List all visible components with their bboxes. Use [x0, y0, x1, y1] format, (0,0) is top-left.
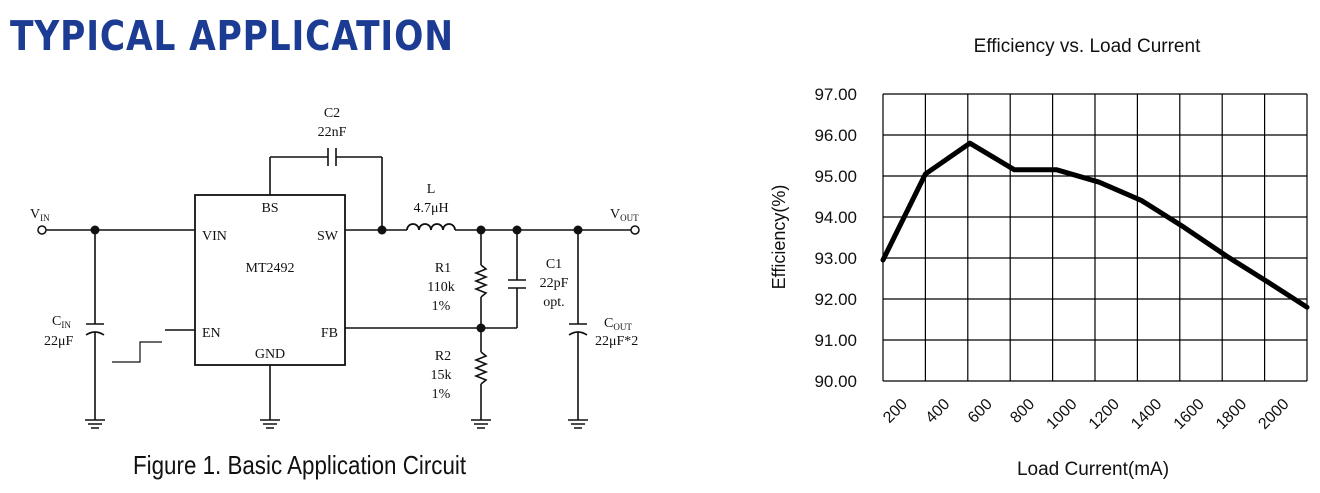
y-tick-label: 95.00 [814, 167, 857, 186]
x-tick-label: 600 [965, 396, 996, 427]
vout-label: VOUT [610, 207, 639, 223]
ground-symbols [85, 419, 588, 429]
x-tick-label: 1400 [1128, 396, 1165, 433]
chart-series [880, 140, 1310, 310]
resistor-r1 [473, 264, 489, 298]
x-tick-label: 400 [923, 396, 954, 427]
y-tick-label: 94.00 [814, 208, 857, 227]
cin-value: 22μF [44, 334, 74, 349]
c1-value: 22pF [540, 276, 569, 291]
y-tick-label: 90.00 [814, 372, 857, 391]
inductor-l [406, 223, 456, 231]
pin-fb-label: FB [321, 326, 338, 341]
c1-ref: C1 [546, 257, 562, 272]
y-tick-label: 96.00 [814, 126, 857, 145]
page-title: TYPICAL APPLICATION [10, 12, 454, 60]
x-tick-label: 1200 [1086, 396, 1123, 433]
x-tick-label: 2000 [1255, 396, 1292, 433]
vout-terminal [630, 225, 640, 235]
x-tick-label: 1800 [1213, 396, 1250, 433]
r1-ref: R1 [435, 261, 451, 276]
capacitor-c2 [327, 148, 337, 166]
efficiency-chart: Efficiency vs. Load Current 90.00 91.00 92… [769, 36, 1310, 480]
r2-ref: R2 [435, 349, 451, 364]
cout-value: 22μF*2 [595, 334, 638, 349]
efficiency-series-line [880, 140, 1310, 310]
x-tick-label: 800 [1007, 396, 1038, 427]
y-axis-label: Efficiency(%) [769, 185, 789, 290]
pin-gnd-label: GND [255, 347, 285, 362]
y-tick-labels: 90.00 91.00 92.00 93.00 94.00 95.00 96.00 97.00 [814, 85, 857, 391]
ic-name: MT2492 [246, 261, 295, 276]
r1-tolerance: 1% [432, 299, 451, 314]
capacitor-cout [568, 323, 588, 336]
capacitor-c1 [508, 279, 526, 289]
y-tick-label: 92.00 [814, 290, 857, 309]
x-tick-label: 200 [880, 396, 911, 427]
inductor-ref: L [427, 182, 436, 197]
chart-grid [882, 93, 1308, 382]
x-tick-label: 1000 [1043, 396, 1080, 433]
application-circuit-schematic: MT2492 BS VIN SW EN FB GND VIN VOUT C2 2… [30, 106, 640, 429]
ground-icon [85, 419, 105, 429]
pin-bs-label: BS [261, 201, 278, 216]
r2-value: 15k [431, 368, 452, 383]
y-tick-label: 91.00 [814, 331, 857, 350]
circuit-wires [45, 156, 632, 420]
vin-label: VIN [30, 207, 50, 223]
resistor-r2 [473, 351, 489, 385]
cin-ref: CIN [52, 314, 71, 330]
ic-mt2492 [194, 194, 346, 366]
y-tick-label: 93.00 [814, 249, 857, 268]
ground-icon [568, 419, 588, 429]
inductor-value: 4.7μH [413, 201, 448, 216]
pin-en-label: EN [202, 326, 221, 341]
cout-ref: COUT [604, 316, 632, 332]
vin-terminal [37, 225, 47, 235]
pin-vin-label: VIN [202, 229, 227, 244]
c2-value: 22nF [318, 125, 347, 140]
chart-title: Efficiency vs. Load Current [974, 36, 1201, 57]
x-axis-label: Load Current(mA) [1017, 459, 1169, 480]
pin-sw-label: SW [317, 229, 339, 244]
c1-note: opt. [543, 295, 564, 310]
r2-tolerance: 1% [432, 387, 451, 402]
ground-icon [471, 419, 491, 429]
y-tick-label: 97.00 [814, 85, 857, 104]
figure-caption: Figure 1. Basic Application Circuit [133, 450, 467, 480]
r1-value: 110k [427, 280, 454, 295]
c2-ref: C2 [324, 106, 340, 121]
x-tick-label: 1600 [1171, 396, 1208, 433]
capacitor-cin [85, 323, 105, 336]
en-step-signal-icon [112, 341, 162, 363]
junction-dots [90, 225, 583, 333]
ground-icon [260, 419, 280, 429]
